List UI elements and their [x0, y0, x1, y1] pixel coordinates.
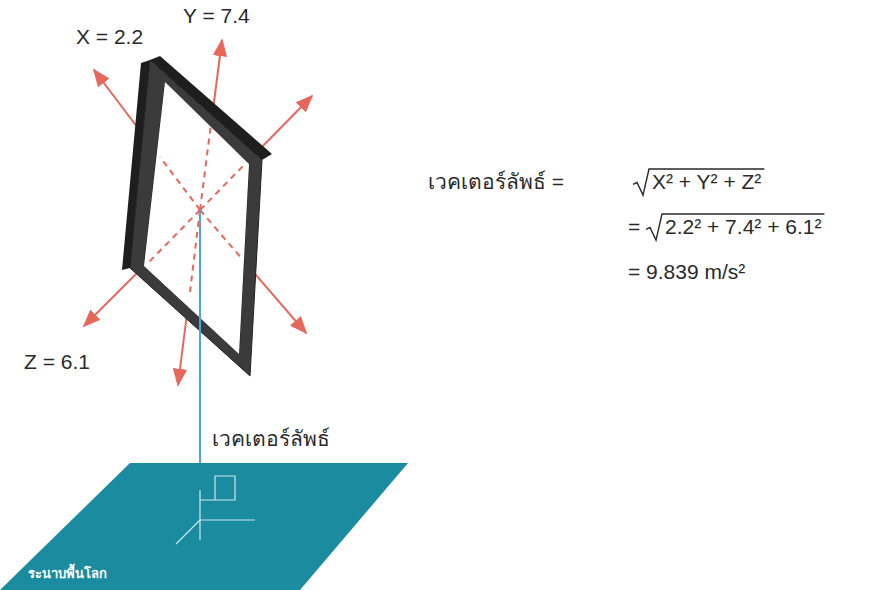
axis-value: Z = 6.1 [24, 350, 90, 374]
formula-text: เวคเตอร์ลัพธ์ = [428, 170, 564, 194]
plane-label: ระนาบพื้นโลก [28, 563, 107, 584]
formula-text: 2.2² + 7.4² + 6.1² [665, 215, 821, 239]
device-frame [130, 60, 262, 376]
axis-value: X = 2.2 [76, 25, 143, 49]
ground-plane: ระนาบพื้นโลก [0, 462, 410, 590]
formula-text: X² + Y² + Z² [652, 170, 761, 194]
formula-text: = [628, 215, 640, 239]
radical-sign [646, 214, 824, 240]
radical-sign [633, 169, 764, 195]
axis-lines [84, 40, 312, 385]
axis-dashed [147, 124, 246, 292]
resultant-label: เวคเตอร์ลัพธ์ [212, 427, 330, 451]
axis-value: Y = 7.4 [183, 4, 250, 28]
formula-result: = 9.839 m/s² [628, 260, 745, 284]
